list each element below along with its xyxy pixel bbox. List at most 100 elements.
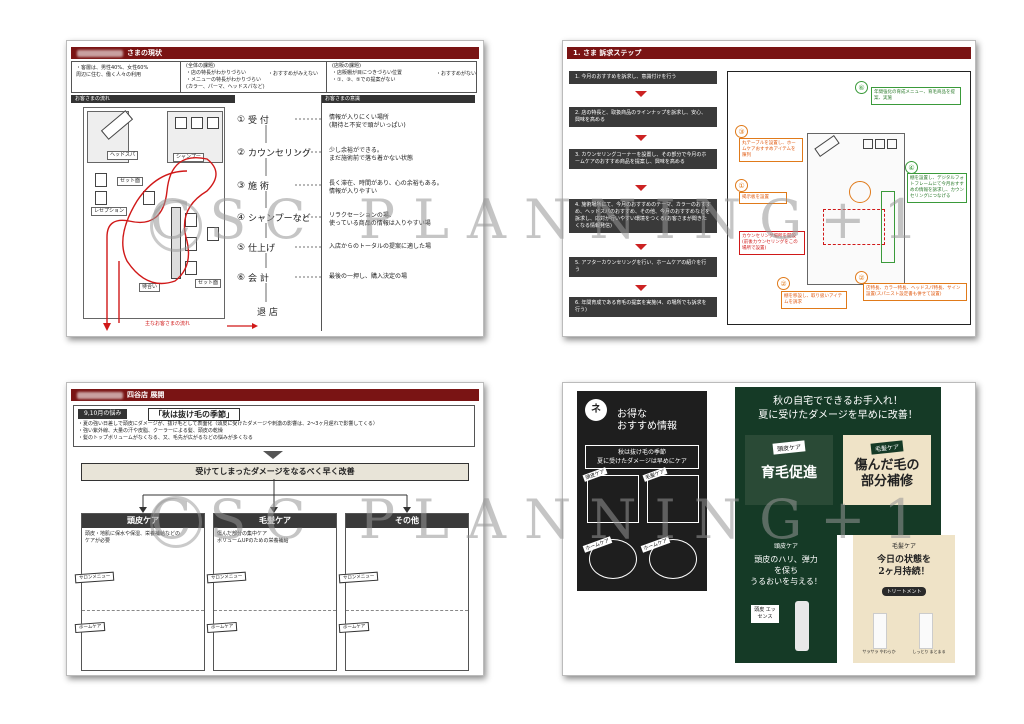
column-other: その他 bbox=[345, 513, 469, 671]
callout-3: 丸テーブルを設置し、ホームケアおすすめアイテムを陳列 bbox=[739, 138, 803, 162]
chair bbox=[887, 139, 897, 149]
column-hair: 毛髪ケア 傷んだ部分の集中ケアボリュームUPのための栄養補給 bbox=[213, 513, 337, 671]
feel-line: 情報が入りにくい場所 bbox=[329, 114, 389, 121]
pop-tag: 毛髪ケア bbox=[891, 543, 916, 550]
column-line: ボリュームUPのための栄養補給 bbox=[217, 538, 289, 544]
summary-right-head: (店販の課題) bbox=[332, 63, 361, 69]
green-card: 毛髪ケア 傷んだ毛の 部分補修 bbox=[843, 435, 931, 505]
down-arrow bbox=[635, 185, 647, 191]
chair bbox=[875, 139, 885, 149]
summary-mid: (全体の課題) ・店の特長がわかりづらい ・メニューの特長がわかりづらい (カラ… bbox=[186, 63, 265, 91]
feel-1: 情報が入りにくい場所(期待と不安で頭がいっぱい) bbox=[329, 114, 406, 130]
badge-icon: ネ bbox=[585, 399, 607, 421]
feel-line: 使っている商品の情報は入りやすい場 bbox=[329, 220, 431, 227]
slide-current-status: さまの現状 ・客層は、男性40%、女性60% 周辺に住む、働く人々の利用 (全体… bbox=[66, 40, 484, 337]
step-num: ⑥ bbox=[237, 272, 246, 283]
step-row: ② カウンセリング bbox=[237, 146, 311, 160]
slide-title: 四谷店 展開 bbox=[127, 391, 165, 399]
summary-right-line: ・①、③、⑤での提案がない bbox=[332, 77, 396, 83]
callout-2a: 棚を移設し、取り扱いアイテムを訴求 bbox=[781, 291, 847, 309]
callout-4: 棚を設置し、デジタルフォトフレームにて今月おすすめの情報を訴求し、カウンセリング… bbox=[907, 173, 967, 203]
divider bbox=[321, 95, 322, 331]
step-num: ② bbox=[237, 147, 246, 158]
step-exit: 退 店 bbox=[257, 308, 278, 318]
divider bbox=[326, 62, 327, 92]
divider bbox=[82, 610, 204, 611]
slide-title-bar: 1. さま 訴求ステップ bbox=[567, 47, 971, 59]
flow-header: お客さまの流れ bbox=[71, 95, 235, 103]
column-line: 傷んだ部分の集中ケア bbox=[217, 531, 268, 537]
redacted-name bbox=[77, 49, 123, 57]
step-num: ④ bbox=[237, 212, 246, 223]
callout-6: 年間強化の育成メニュー、育毛商品を提案、実施 bbox=[871, 87, 961, 105]
room-label: ヘッドスパ bbox=[107, 151, 139, 160]
chalk-sub-line: 秋は抜け毛の季節 bbox=[617, 449, 666, 456]
feel-line: まだ施術前で落ち着かない状態 bbox=[329, 155, 414, 162]
concern-headline: 「秋は抜け毛の季節」 bbox=[148, 408, 240, 421]
summary-left-line: ・客層は、男性40%、女性60% bbox=[76, 65, 149, 71]
green-card: 頭皮ケア 育毛促進 bbox=[745, 435, 833, 505]
feel-4: リラクセーションの場、使っている商品の情報は入りやすい場 bbox=[329, 212, 431, 228]
green-board-pop: 秋の自宅でできるお手入れ！ 夏に受けたダメージを早めに改善！ 頭皮ケア 育毛促進… bbox=[735, 387, 941, 535]
appeal-step: 2. 店の特長と、取扱商品のラインナップを訴求し、安心、興味を高める bbox=[569, 107, 717, 127]
counseling-area bbox=[823, 209, 885, 245]
step-arrows bbox=[265, 118, 321, 302]
callout-counseling: カウンセリング場所を開設(前後カウンセリングをこの場所で設置) bbox=[739, 231, 805, 255]
pop-line: 頭皮のハリ、弾力 bbox=[754, 555, 818, 564]
feel-6: 最後の一押し、購入決定の場 bbox=[329, 273, 407, 281]
feel-header: お客さまの意識 bbox=[321, 95, 475, 103]
chalkboard-pop: ネ お得なおすすめ情報 秋は抜け毛の季節夏に受けたダメージは早めにケア 頭皮ケア… bbox=[577, 391, 707, 591]
divider bbox=[214, 610, 336, 611]
column-line: ケアが必要 bbox=[85, 538, 111, 544]
appeal-step: 6. 年間育成である育毛の提案を実施(4、の場所でも訴求を行う) bbox=[569, 297, 717, 317]
pop-line: を保ち bbox=[774, 566, 798, 575]
step-num: ③ bbox=[237, 180, 246, 191]
scalp-pop: 頭皮ケア 頭皮のハリ、弾力を保ちうるおいを与える！ 頭皮 エッセンス bbox=[735, 535, 837, 663]
floor-plan-frame bbox=[727, 71, 971, 325]
column-header: 毛髪ケア bbox=[214, 514, 336, 528]
column-line: 頭皮・地肌に保水や保湿、栄養補給などの bbox=[85, 531, 181, 537]
summary-mid-extra: ・おすすめがみえない bbox=[268, 71, 319, 77]
bottle-icon bbox=[795, 601, 809, 651]
down-arrow bbox=[263, 451, 283, 459]
pop-text: 今日の状態を 2ヶ月持続！ bbox=[853, 554, 955, 578]
feel-line: 少し余裕ができる。 bbox=[329, 147, 383, 154]
product-label: 頭皮 エッセンス bbox=[751, 605, 779, 623]
pop-line: 今日の状態を bbox=[876, 555, 931, 565]
chalk-title-line: おすすめ情報 bbox=[617, 421, 677, 432]
step-label: 受 付 bbox=[247, 116, 269, 126]
feel-5: 入店からのトータルの提案に適した場 bbox=[329, 243, 431, 251]
concern-box: 9,10月の悩み 「秋は抜け毛の季節」 ・夏の強い日差しで頭皮にダメージが、抜け… bbox=[73, 405, 475, 447]
room-label: 待合い bbox=[139, 283, 161, 292]
concern-label: 9,10月の悩み bbox=[78, 409, 128, 419]
callout-num: ① bbox=[735, 179, 748, 192]
green-tag: 頭皮ケア bbox=[772, 440, 806, 455]
step-row: ① 受 付 bbox=[237, 113, 269, 127]
step-row: ④ シャンプーなど bbox=[237, 211, 311, 225]
appeal-step: 4. 施術場所にて、今月のおすすめのテーマ、カラーのおすすめ、ヘッドスパのおすす… bbox=[569, 199, 717, 233]
step-num: ⑤ bbox=[237, 242, 246, 253]
slide-title-bar: さまの現状 bbox=[71, 47, 479, 59]
green-big: 育毛促進 bbox=[761, 465, 817, 481]
feel-line: 長く滞在、時間があり、心の余裕もある。 bbox=[329, 180, 443, 187]
improve-banner: 受けてしまったダメージをなるべく早く改善 bbox=[81, 463, 469, 481]
callout-2b: 店特長、カラー特長、ヘッドスパ特長、サイン設置(スパニスト設定書も併せて設置) bbox=[863, 283, 967, 301]
seat bbox=[143, 191, 155, 205]
green-title: 夏に受けたダメージを早めに改善！ bbox=[758, 410, 918, 421]
feel-3: 長く滞在、時間があり、心の余裕もある。情報が入りやすい bbox=[329, 180, 443, 196]
appeal-step: 3. カウンセリングコーナーを設置し、その部分で今月のホームケアのおすすめ商品を… bbox=[569, 149, 717, 169]
room-label: シャンプー bbox=[173, 153, 204, 162]
summary-left-line: 周辺に住む、働く人々の利用 bbox=[76, 72, 142, 78]
down-arrow bbox=[635, 135, 647, 141]
appeal-step: 5. アフターカウンセリングを行い、ホームケアの紹介を行う bbox=[569, 257, 717, 277]
pop-line: 2ヶ月持続！ bbox=[878, 567, 930, 577]
green-title: 秋の自宅でできるお手入れ！ bbox=[773, 396, 903, 407]
concern-bullet: ・強い紫外線、大量の汗や皮脂、クーラーによる髪、頭皮の乾燥 bbox=[78, 428, 223, 434]
seat bbox=[95, 191, 107, 205]
pop-tag: 頭皮ケア bbox=[773, 543, 798, 550]
summary-mid-line: ・店の特長がわかりづらい bbox=[186, 70, 247, 76]
callout-num: ③ bbox=[735, 125, 748, 138]
step-label: 施 術 bbox=[247, 182, 269, 192]
step-row: ⑥ 会 計 bbox=[237, 271, 269, 285]
